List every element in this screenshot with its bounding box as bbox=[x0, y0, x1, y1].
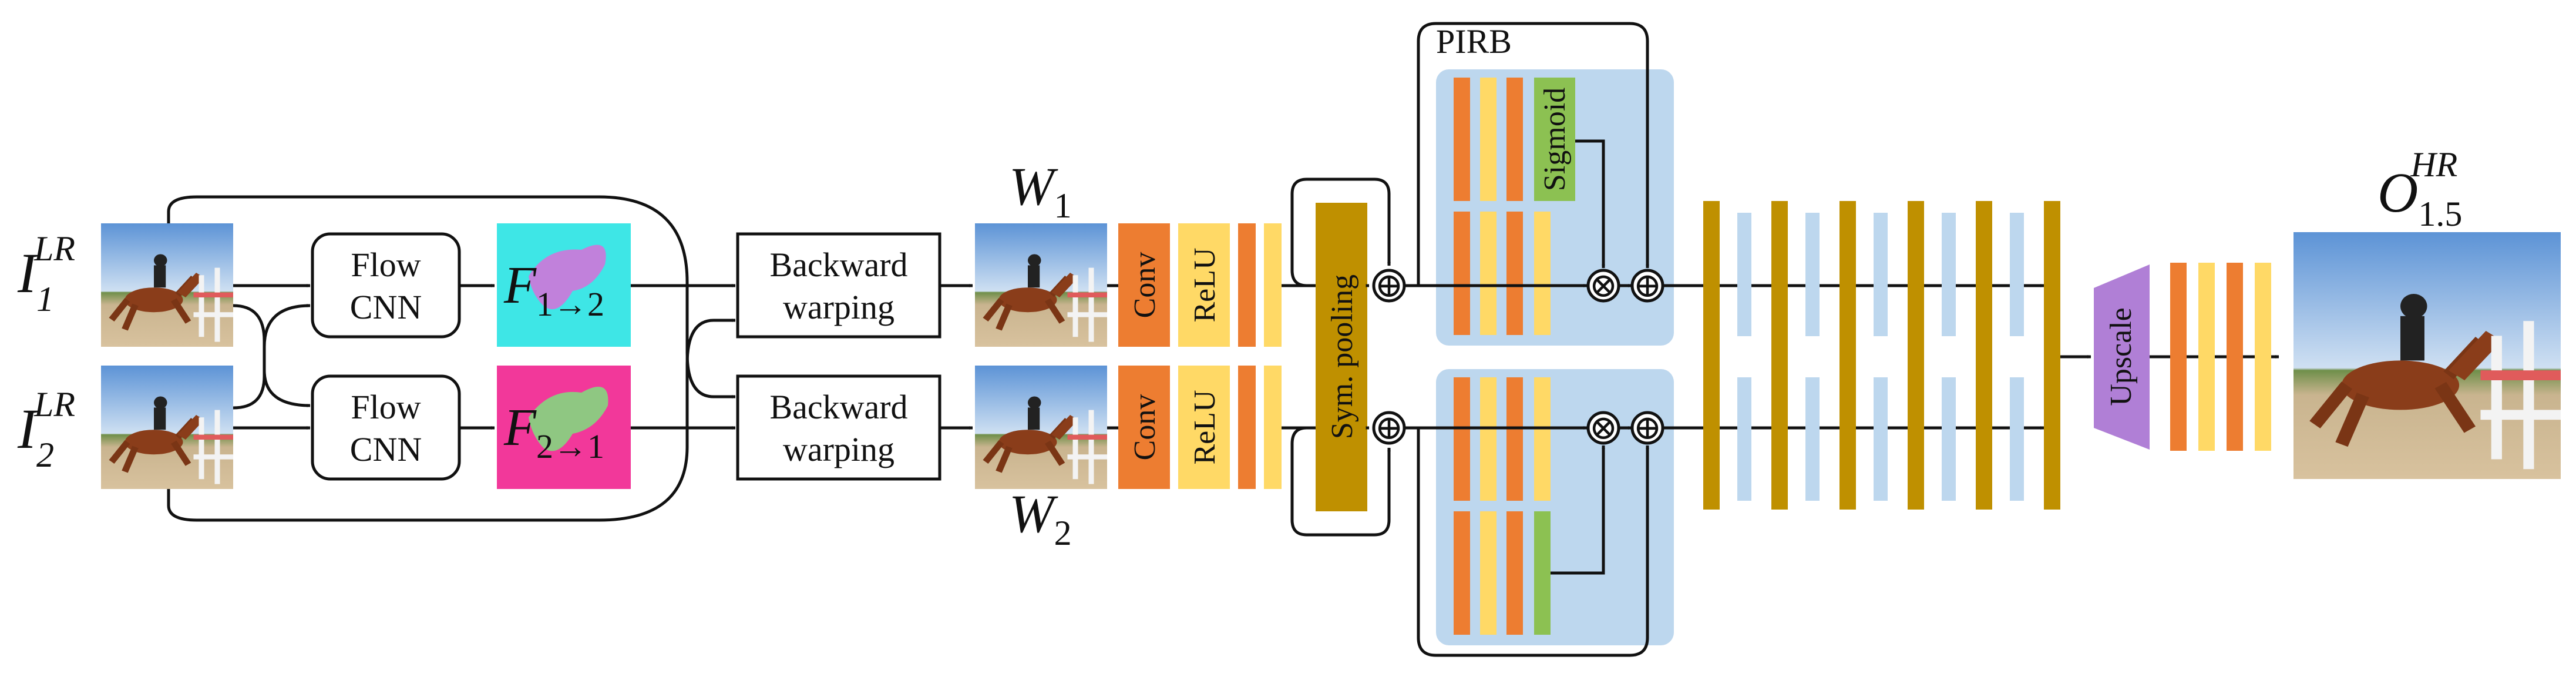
add-symbol-bottom-2: ⊕ bbox=[1633, 408, 1662, 447]
conv-label-1: Conv bbox=[1128, 252, 1162, 319]
input-image-2 bbox=[101, 366, 233, 489]
pirb-bottom-upper-relu-2 bbox=[1534, 377, 1551, 501]
add-symbol-top-2: ⊕ bbox=[1633, 266, 1662, 304]
residual-stack-group bbox=[1703, 201, 2060, 510]
skip-arc-bottom bbox=[167, 319, 736, 522]
relu-block-1 bbox=[1178, 223, 1230, 347]
wire-sigmoid-top-mul bbox=[1575, 139, 1605, 269]
upscale-block bbox=[2094, 264, 2150, 450]
input-label-1: I1LR bbox=[17, 229, 75, 319]
add-symbol-bottom-1: ⊕ bbox=[1375, 408, 1404, 447]
warped-label-w2: W2 bbox=[1009, 484, 1072, 552]
sym-pooling-block bbox=[1316, 203, 1367, 511]
pirb-bottom-upper-relu-1 bbox=[1480, 377, 1496, 501]
stack-gold-3 bbox=[1839, 201, 1856, 510]
final-conv-1 bbox=[2170, 263, 2187, 451]
relu-label-1: ReLU bbox=[1188, 247, 1222, 322]
output-label: O1.5HR bbox=[2377, 145, 2462, 233]
conv-label-2: Conv bbox=[1128, 394, 1162, 461]
stack-gold-4 bbox=[1908, 201, 1924, 510]
stack-blue-bottom-2 bbox=[1805, 377, 1820, 501]
wire-in2-flow1 bbox=[233, 304, 311, 410]
sym-skip-bottom bbox=[1290, 426, 1391, 537]
conv-block-1 bbox=[1118, 223, 1170, 347]
pirb-bottom-lower-relu bbox=[1480, 511, 1496, 635]
stack-gold-5 bbox=[1976, 201, 1992, 510]
final-relu-2 bbox=[2255, 263, 2271, 451]
output-image bbox=[2293, 232, 2561, 479]
warped-label-w1: W1 bbox=[1009, 156, 1072, 225]
pirb-top-lower-relu-2 bbox=[1534, 212, 1551, 335]
pirb-bottom-lower-conv-2 bbox=[1506, 511, 1523, 635]
sigmoid-label-top: Sigmoid bbox=[1538, 88, 1572, 191]
final-relu-1 bbox=[2198, 263, 2215, 451]
backward-warping-1-line1: Backward bbox=[769, 246, 907, 284]
skip-arc-top bbox=[167, 195, 736, 398]
relu-thin-1 bbox=[1264, 223, 1282, 347]
relu-label-2: ReLU bbox=[1188, 390, 1222, 464]
pirb-bottom-upper-conv-2 bbox=[1506, 377, 1523, 501]
flow-label-f12: F1→2 bbox=[503, 256, 604, 323]
flow-map-f12-blob bbox=[529, 244, 606, 310]
stack-gold-2 bbox=[1771, 201, 1788, 510]
stack-blue-bottom-3 bbox=[1874, 377, 1888, 501]
backward-warping-1 bbox=[736, 232, 941, 339]
pirb-top-lower-conv-1 bbox=[1454, 212, 1470, 335]
sigmoid-block-bottom bbox=[1534, 511, 1551, 635]
conv-block-2 bbox=[1118, 366, 1170, 489]
backward-warping-2 bbox=[736, 374, 941, 481]
final-conv-2 bbox=[2227, 263, 2243, 451]
pirb-top-lower-relu-1 bbox=[1480, 212, 1496, 335]
stack-blue-bottom-1 bbox=[1737, 377, 1751, 501]
pirb-top-upper-conv-2 bbox=[1506, 78, 1523, 201]
backward-warping-1-line2: warping bbox=[783, 288, 894, 326]
pirb-bottom-upper-conv-1 bbox=[1454, 377, 1470, 501]
flow-map-f21-blob bbox=[529, 386, 608, 451]
stack-blue-top-5 bbox=[2010, 213, 2024, 336]
pirb-bottom-lower-conv-1 bbox=[1454, 511, 1470, 635]
mul-symbol-bottom: ⊗ bbox=[1589, 408, 1618, 447]
add-symbol-top-1: ⊕ bbox=[1375, 266, 1404, 304]
sigmoid-block-top bbox=[1534, 78, 1575, 201]
wire-sigmoid-bottom-mul bbox=[1551, 445, 1605, 575]
conv-thin-1 bbox=[1238, 223, 1256, 347]
flow-cnn-2-line2: CNN bbox=[350, 430, 422, 468]
input-image-1 bbox=[101, 223, 233, 347]
conv-thin-2 bbox=[1238, 366, 1256, 489]
stack-gold-1 bbox=[1703, 201, 1720, 510]
stack-blue-top-1 bbox=[1737, 213, 1751, 336]
warped-image-2 bbox=[975, 366, 1107, 489]
stack-blue-top-4 bbox=[1942, 213, 1956, 336]
relu-block-2 bbox=[1178, 366, 1230, 489]
input-label-2: I2LR bbox=[17, 385, 75, 474]
warped-image-1 bbox=[975, 223, 1107, 347]
relu-thin-2 bbox=[1264, 366, 1282, 489]
flow-cnn-1-line2: CNN bbox=[350, 288, 422, 326]
stack-blue-top-3 bbox=[1874, 213, 1888, 336]
backward-warping-2-line2: warping bbox=[783, 430, 894, 468]
stack-gold-6 bbox=[2044, 201, 2060, 510]
pirb-label: PIRB bbox=[1436, 22, 1512, 61]
pirb-top-upper-relu bbox=[1480, 78, 1496, 201]
stack-blue-bottom-5 bbox=[2010, 377, 2024, 501]
flow-label-f21: F2→1 bbox=[503, 398, 604, 465]
stack-blue-top-2 bbox=[1805, 213, 1820, 336]
pirb-skip-top bbox=[1404, 22, 1649, 287]
stack-blue-bottom-4 bbox=[1942, 377, 1956, 501]
mul-symbol-top: ⊗ bbox=[1589, 266, 1618, 304]
pirb-top-upper-conv-1 bbox=[1454, 78, 1470, 201]
sym-skip-top bbox=[1290, 177, 1391, 287]
backward-warping-2-line1: Backward bbox=[769, 388, 907, 426]
pirb-top-lower-conv-2 bbox=[1506, 212, 1523, 335]
flow-cnn-2-line1: Flow bbox=[351, 388, 421, 426]
pirb-skip-bottom bbox=[1404, 426, 1649, 657]
flow-cnn-1-line1: Flow bbox=[351, 246, 421, 284]
sym-pooling-label: Sym. pooling bbox=[1326, 274, 1359, 439]
upscale-label: Upscale bbox=[2104, 307, 2138, 406]
